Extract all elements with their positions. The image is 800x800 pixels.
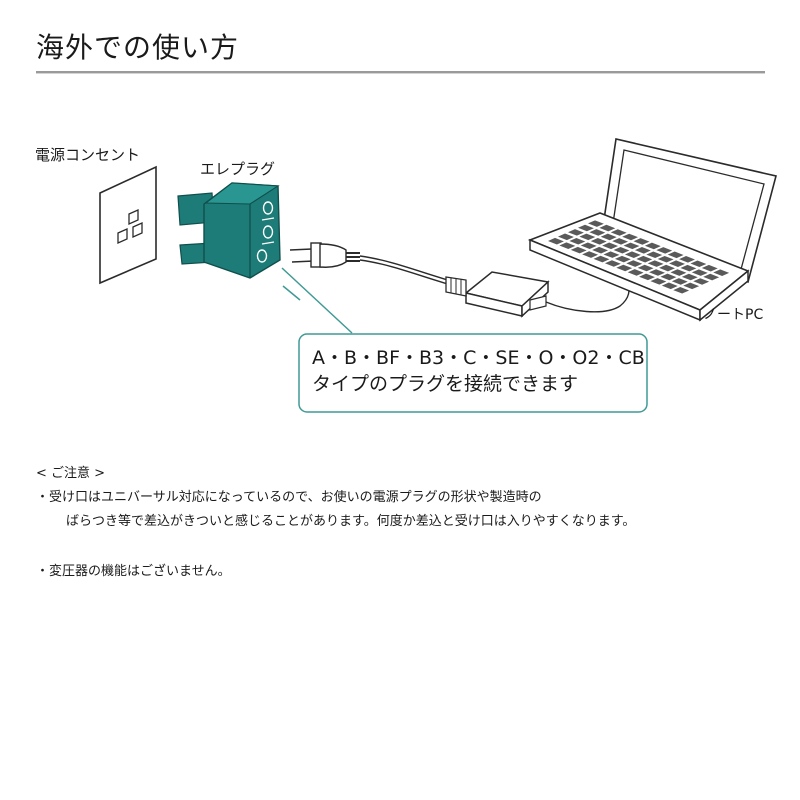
laptop-icon <box>527 138 777 322</box>
keyboard-key <box>670 269 687 276</box>
keyboard-key <box>713 269 730 276</box>
keyboard-key <box>558 233 574 241</box>
keyboard-key <box>568 229 584 236</box>
keyboard-key <box>589 229 606 236</box>
keyboard-key <box>661 282 678 290</box>
keyboard-key <box>600 233 617 241</box>
keyboard-key <box>633 238 650 245</box>
usage-diagram <box>99 138 777 334</box>
keyboard-key <box>588 220 604 227</box>
plug-adapter-icon <box>177 182 281 279</box>
keyboard-key <box>679 256 695 263</box>
keyboard-key <box>667 251 684 259</box>
keyboard-key <box>569 237 586 245</box>
keyboard-key <box>673 286 690 294</box>
keyboard-key <box>579 233 596 241</box>
keyboard-key <box>681 273 698 281</box>
keyboard-key <box>669 260 685 267</box>
keyboard-key <box>580 242 597 250</box>
note-1-line-1: ・受け口はユニバーサル対応になっているので、お使いの電源プラグの形状や製造時の <box>36 490 542 505</box>
keyboard-key <box>624 251 641 258</box>
keyboard-key <box>703 273 720 281</box>
keyboard-key <box>690 260 707 268</box>
keyboard-key <box>623 242 640 250</box>
plug-adapter-label: エレプラグ <box>200 160 276 178</box>
keyboard-key <box>610 229 627 236</box>
keyboard-key <box>644 242 661 250</box>
keyboard-key <box>599 224 616 232</box>
note-2: ・変圧器の機能はございません。 <box>36 564 231 579</box>
keyboard-key <box>578 224 594 232</box>
keyboard-key <box>656 247 673 254</box>
keyboard-key <box>671 278 688 285</box>
keyboard-key <box>612 238 629 245</box>
title-divider <box>36 71 765 74</box>
keyboard-key <box>680 264 697 272</box>
plug-types-line: A・B・BF・B3・C・SE・O・O2・CB <box>312 347 645 369</box>
keyboard-key <box>649 269 665 276</box>
notes-heading: < ご注意 > <box>36 466 106 481</box>
keyboard-key <box>647 260 664 267</box>
keyboard-key <box>657 255 674 263</box>
note-1-line-2: ばらつき等で差込がきついと感じることがあります。何度か差込と受け口は入りやすくな… <box>66 514 636 529</box>
keyboard-key <box>548 237 564 245</box>
keyboard-key <box>626 260 643 267</box>
keyboard-key <box>636 255 653 263</box>
laptop-label: ノートPC <box>703 307 764 323</box>
keyboard-key <box>590 238 607 245</box>
plug-types-callout: A・B・BF・B3・C・SE・O・O2・CB タイプのプラグを接続できます <box>298 333 648 413</box>
keyboard-key <box>683 282 700 290</box>
keyboard-key <box>637 264 654 272</box>
outlet-label: 電源コンセント <box>35 146 141 164</box>
wall-outlet-icon <box>99 165 157 285</box>
keyboard-key <box>592 246 609 254</box>
ac-adapter-icon <box>289 242 630 318</box>
plug-types-caption: タイプのプラグを接続できます <box>312 373 579 395</box>
keyboard-key <box>701 264 718 272</box>
keyboard-key <box>622 233 639 241</box>
page-title: 海外での使い方 <box>36 31 240 64</box>
keyboard-key <box>570 246 587 254</box>
keyboard-key <box>691 269 708 276</box>
keyboard-key <box>593 255 610 263</box>
keyboard-key <box>650 278 667 285</box>
keyboard-key <box>614 255 631 263</box>
keyboard-key <box>659 264 675 272</box>
keyboard-key <box>602 242 619 250</box>
keyboard-key <box>634 247 651 254</box>
keyboard-key <box>603 251 620 258</box>
keyboard-key <box>613 246 630 254</box>
keyboard-key <box>627 269 644 276</box>
keyboard-key <box>646 251 663 259</box>
caution-notes: < ご注意 > ・受け口はユニバーサル対応になっているので、お使いの電源プラグの… <box>36 462 766 584</box>
keyboard-key <box>582 251 599 258</box>
keyboard-key <box>559 242 576 249</box>
keyboard-key <box>604 260 621 267</box>
keyboard-key <box>693 278 710 285</box>
keyboard-key <box>639 273 655 281</box>
keyboard-key <box>660 273 677 281</box>
keyboard-key <box>616 264 633 272</box>
